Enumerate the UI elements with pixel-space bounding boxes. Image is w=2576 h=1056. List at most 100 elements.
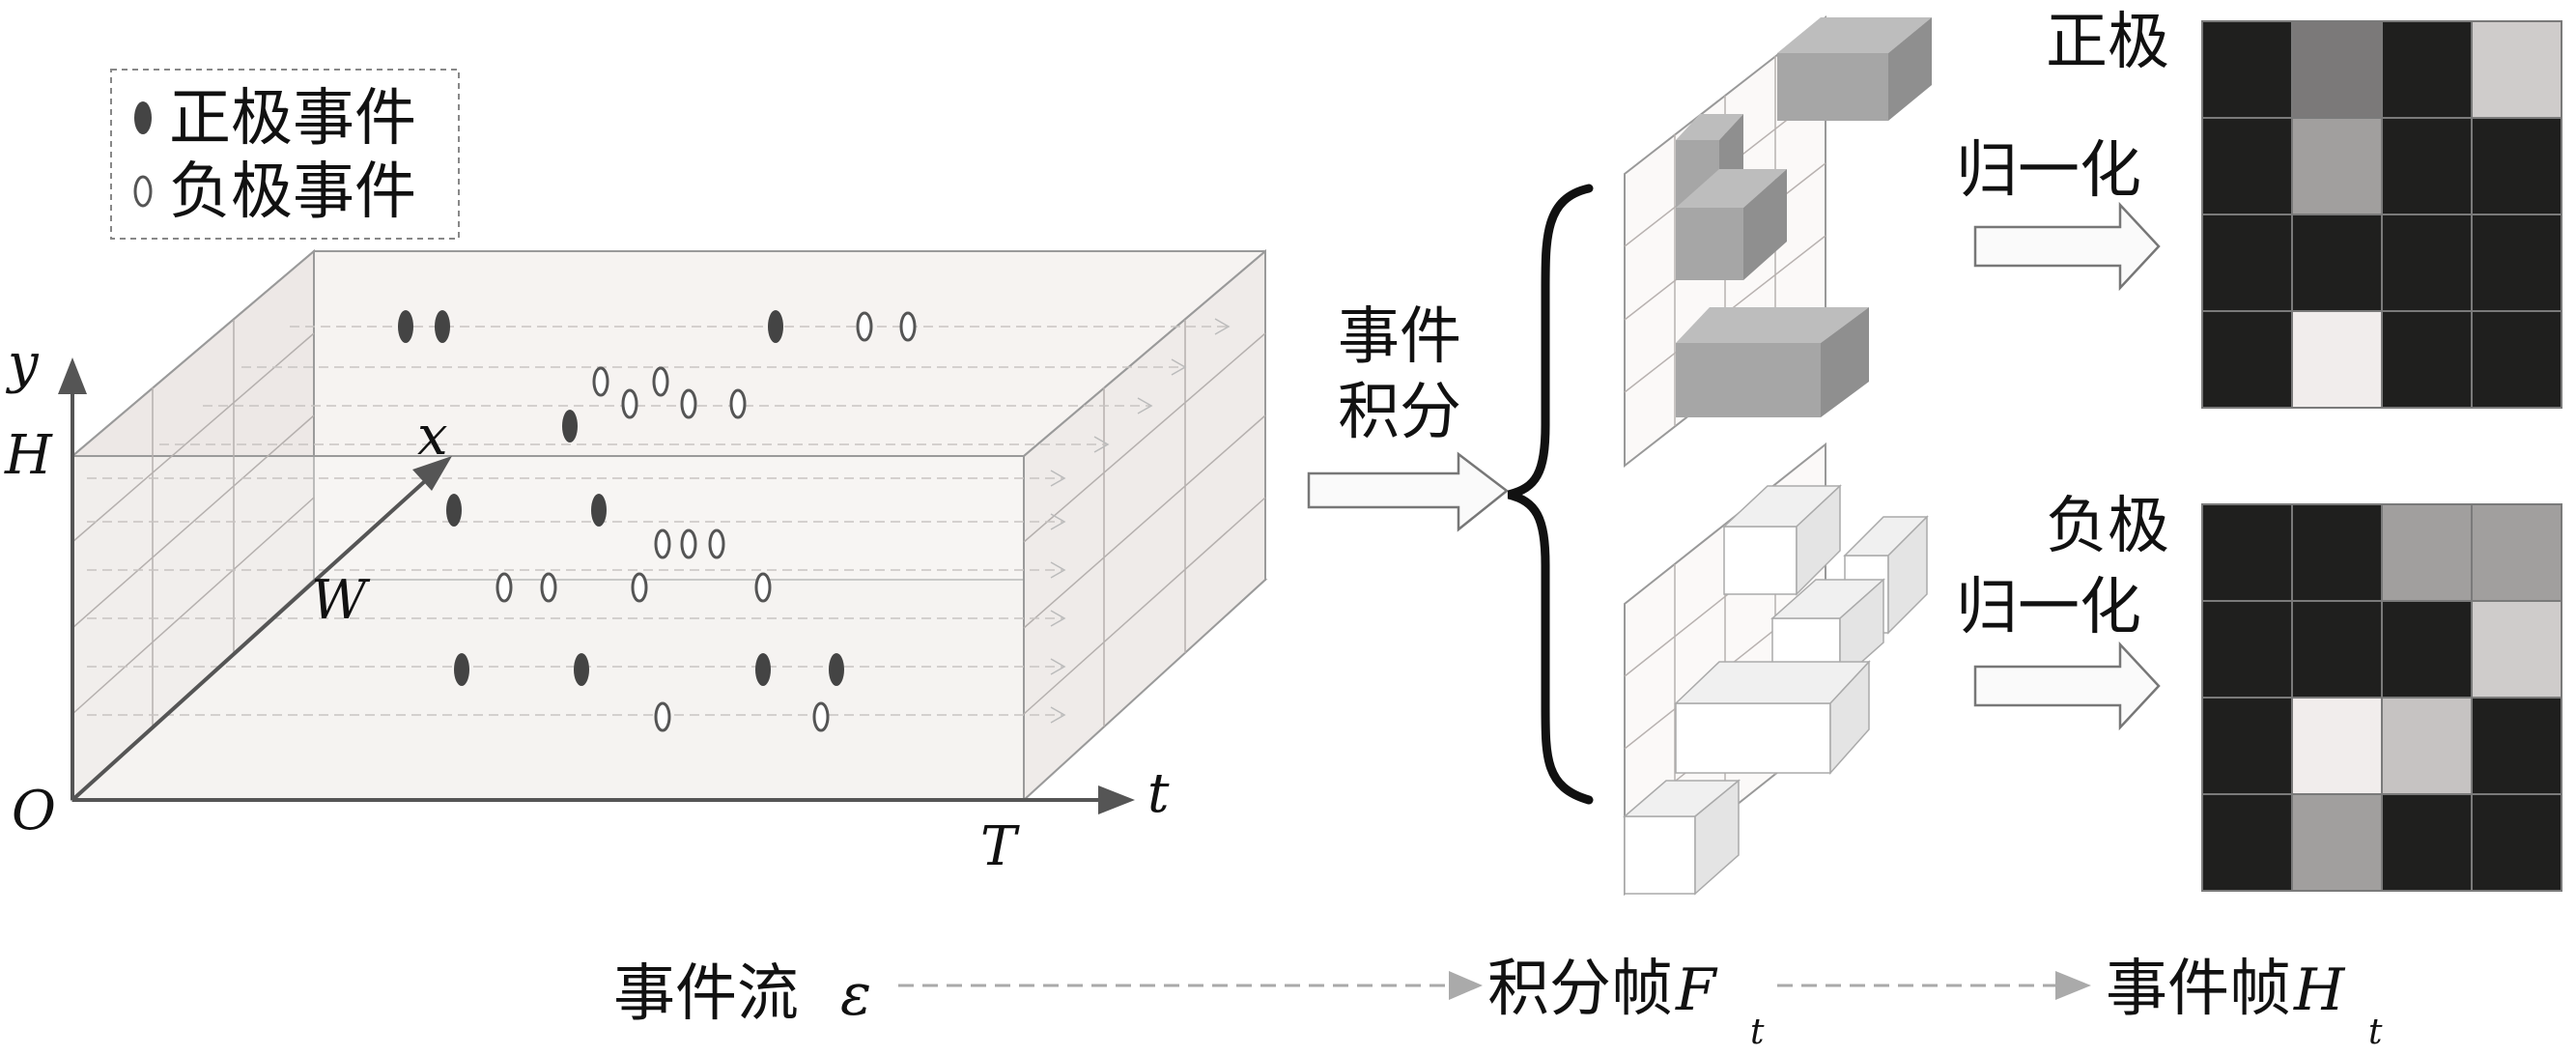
heatmap-cell bbox=[2201, 600, 2293, 699]
heatmap-cell bbox=[2381, 697, 2473, 795]
negative-event bbox=[708, 528, 725, 559]
heatmap-cell bbox=[2201, 310, 2293, 409]
heatmap-cell bbox=[2381, 214, 2473, 312]
integration-label-line2: 积分 bbox=[1338, 377, 1461, 448]
heatmap-positive bbox=[2201, 20, 2562, 409]
heatmap-cell bbox=[2381, 503, 2473, 602]
heatmap-cell bbox=[2471, 310, 2562, 409]
white-block bbox=[1622, 779, 1741, 896]
heatmap-cell bbox=[2201, 20, 2293, 119]
legend-border bbox=[110, 69, 460, 240]
heatmap-cell bbox=[2381, 310, 2473, 409]
heatmap-cell bbox=[2291, 503, 2383, 602]
integration-step: 事件 积分 bbox=[1307, 301, 1510, 532]
gray-block bbox=[1676, 169, 1787, 280]
curly-brace bbox=[1507, 184, 1594, 805]
normalize-positive: 正极 归一化 bbox=[1956, 7, 2169, 292]
negative-event bbox=[652, 366, 669, 397]
white-block bbox=[1722, 484, 1842, 596]
positive-event bbox=[435, 310, 450, 343]
positive-events bbox=[398, 310, 844, 686]
negative-event bbox=[540, 572, 557, 603]
x-axis-arrowhead bbox=[412, 456, 452, 491]
axis-label-x: x bbox=[417, 405, 448, 468]
heatmap-cell bbox=[2471, 793, 2562, 892]
event-frame-label: 事件帧 bbox=[2106, 954, 2291, 1025]
heatmap-cell bbox=[2201, 214, 2293, 312]
axis-label-W: W bbox=[311, 569, 371, 632]
event-frame-symbol: H bbox=[2293, 956, 2346, 1024]
negative-event bbox=[856, 311, 873, 342]
heatmap-cell bbox=[2291, 117, 2383, 215]
heatmap-cell bbox=[2201, 793, 2293, 892]
positive-event bbox=[768, 310, 783, 343]
legend-positive-marker bbox=[134, 101, 152, 134]
negative-event bbox=[654, 701, 671, 732]
negative-event bbox=[495, 572, 513, 603]
heatmap-cell bbox=[2381, 20, 2473, 119]
axis-label-T: T bbox=[980, 815, 1020, 878]
stream-label: 事件流 bbox=[613, 958, 799, 1030]
heatmap-cell bbox=[2471, 697, 2562, 795]
event-frame-subscript: t bbox=[2368, 1013, 2383, 1052]
bottom-pipeline: 事件流 ε 积分帧 F t 事件帧 H t bbox=[613, 954, 2383, 1052]
box-front-face bbox=[71, 455, 1025, 801]
stream-symbol: ε bbox=[840, 961, 871, 1029]
integral-frame-subscript: t bbox=[1750, 1013, 1765, 1052]
negative-event bbox=[754, 572, 772, 603]
heatmap-cell bbox=[2291, 214, 2383, 312]
heatmap-cell bbox=[2201, 117, 2293, 215]
axis-label-H: H bbox=[4, 424, 53, 487]
normalize-negative: 负极 归一化 bbox=[1956, 491, 2169, 731]
heatmap-cell bbox=[2381, 793, 2473, 892]
negative-event bbox=[592, 366, 609, 397]
dashed-arrow-1-head bbox=[1449, 971, 1483, 1000]
heatmap-cell bbox=[2291, 310, 2383, 409]
axes: y H x W O t T bbox=[4, 332, 1170, 878]
positive-event bbox=[562, 410, 578, 442]
legend-negative-label: 负极事件 bbox=[169, 157, 416, 228]
positive-polarity-label: 正极 bbox=[2046, 7, 2169, 78]
heatmap-cell bbox=[2381, 117, 2473, 215]
legend: 正极事件 负极事件 bbox=[110, 69, 460, 240]
negative-normalize-label: 归一化 bbox=[1956, 572, 2141, 643]
axis-label-O: O bbox=[12, 780, 56, 842]
axis-label-t: t bbox=[1147, 762, 1170, 825]
heatmap-cell bbox=[2471, 20, 2562, 119]
left-face-grid bbox=[71, 320, 315, 727]
negative-polarity-label: 负极 bbox=[2046, 491, 2169, 562]
time-line-arrowheads bbox=[1050, 318, 1231, 724]
gray-block bbox=[1676, 307, 1869, 417]
integral-frame-negative bbox=[1622, 442, 1929, 897]
axis-label-y: y bbox=[5, 332, 40, 395]
legend-negative-marker bbox=[133, 175, 153, 208]
t-axis-arrowhead bbox=[1098, 785, 1135, 814]
integral-frame-symbol: F bbox=[1675, 956, 1718, 1024]
integration-label-line1: 事件 bbox=[1338, 301, 1461, 373]
legend-positive-label: 正极事件 bbox=[169, 83, 416, 155]
positive-normalize-arrow bbox=[1973, 201, 2161, 292]
negative-events bbox=[495, 311, 917, 732]
negative-normalize-arrow bbox=[1973, 641, 2161, 731]
negative-event bbox=[680, 528, 697, 559]
negative-event bbox=[812, 701, 830, 732]
integral-frame-label: 积分帧 bbox=[1487, 954, 1673, 1025]
positive-event bbox=[829, 653, 844, 686]
x-axis bbox=[71, 479, 427, 802]
positive-event bbox=[574, 653, 589, 686]
heatmap-cell bbox=[2471, 214, 2562, 312]
positive-event bbox=[591, 494, 607, 527]
box-top-edge bbox=[71, 250, 315, 457]
heatmap-cell bbox=[2201, 503, 2293, 602]
box-top-edge-right bbox=[1023, 250, 1266, 457]
heatmap-cell bbox=[2291, 793, 2383, 892]
positive-event bbox=[398, 310, 413, 343]
positive-event bbox=[454, 653, 469, 686]
heatmap-cell bbox=[2291, 697, 2383, 795]
event-stream-box: y H x W O t T bbox=[4, 248, 1268, 878]
integration-arrow bbox=[1307, 451, 1510, 532]
gray-block bbox=[1777, 17, 1932, 121]
heatmap-cell bbox=[2381, 600, 2473, 699]
negative-event bbox=[899, 311, 917, 342]
